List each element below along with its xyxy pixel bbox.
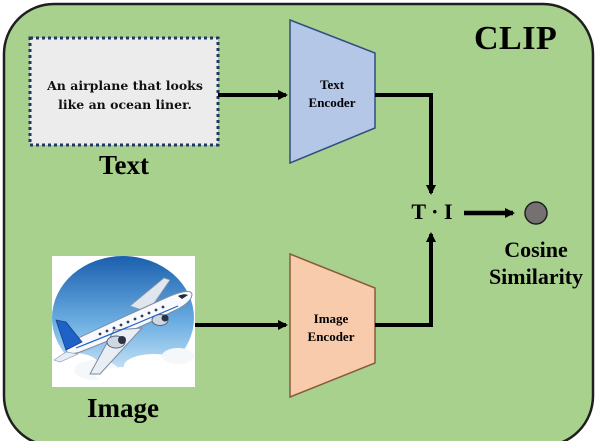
airplane-image [52, 256, 195, 387]
dot-product-label: T · I [411, 199, 453, 224]
caption-box [28, 36, 220, 147]
output-dot [524, 201, 548, 225]
text-encoder-label: Text Encoder [309, 76, 356, 112]
cosine-similarity-line2: Similarity [488, 264, 584, 289]
cosine-similarity-line1: Cosine [504, 237, 568, 262]
image-encoder-shape [289, 252, 376, 399]
cosine-similarity-label: Cosine Similarity [489, 236, 583, 290]
image-encoder-label-line1: Image [313, 311, 349, 326]
image-input-label: Image [87, 393, 159, 423]
arrow-image-encoder-to-product [375, 232, 436, 327]
diagram-title: CLIP [474, 20, 558, 57]
image-encoder-label-line2: Encoder [307, 329, 355, 344]
text-caption: An airplane that looks like an ocean lin… [47, 78, 203, 112]
arrow-text-encoder-to-product [375, 93, 436, 195]
text-encoder-label-line1: Text [319, 77, 345, 92]
text-encoder-shape [289, 18, 376, 165]
text-encoder-label-line2: Encoder [308, 95, 356, 110]
text-input-label: Text [98, 150, 150, 180]
image-encoder-label: Image Encoder [308, 310, 355, 346]
